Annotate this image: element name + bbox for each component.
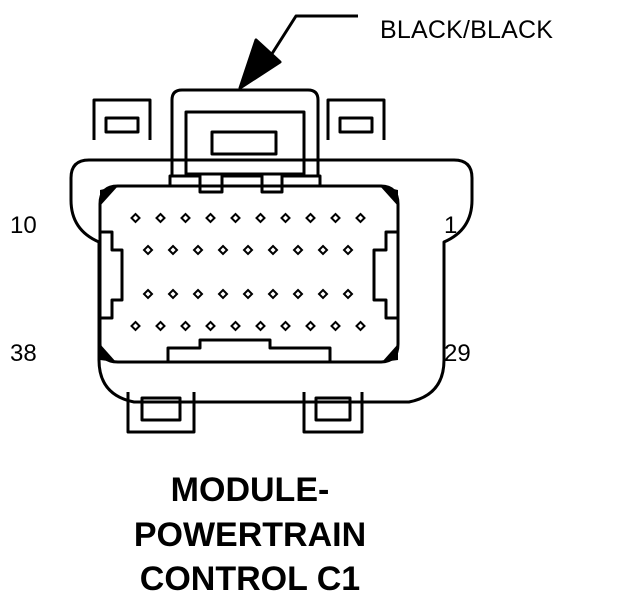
- pin-label-1: 1: [444, 212, 458, 239]
- pin-grid: [130, 212, 366, 332]
- corner-bl: [100, 344, 116, 362]
- pin-cavity: [242, 288, 254, 300]
- title-line-3: CONTROL C1: [139, 560, 361, 598]
- pin-label-29: 29: [444, 340, 471, 367]
- title-line-1: MODULE-: [170, 471, 330, 509]
- pin-cavity: [292, 244, 304, 256]
- pin-cavity: [317, 244, 329, 256]
- key-right: [372, 230, 398, 320]
- pin-cavity: [330, 320, 341, 332]
- pin-cavity: [255, 320, 266, 332]
- pin-cavity: [305, 212, 316, 224]
- pin-cavity: [205, 212, 216, 224]
- corner-tr: [380, 186, 398, 206]
- pin-cavity: [167, 288, 179, 300]
- pin-cavity: [330, 212, 341, 224]
- tab-top-left-window: [104, 116, 140, 134]
- pin-cavity: [242, 244, 254, 256]
- pin-cavity: [342, 288, 354, 300]
- latch-housing: [170, 88, 320, 176]
- pin-cavity: [342, 244, 354, 256]
- pin-cavity: [230, 320, 241, 332]
- pin-cavity: [267, 244, 279, 256]
- pin-cavity: [167, 244, 179, 256]
- pin-cavity: [217, 244, 229, 256]
- pin-cavity: [280, 212, 291, 224]
- pin-label-38: 38: [10, 340, 37, 367]
- pin-label-10: 10: [10, 212, 37, 239]
- tab-top-right-window: [338, 116, 374, 134]
- connector-face: [98, 184, 400, 364]
- tab-bottom-right-window: [314, 396, 352, 422]
- pin-cavity: [317, 288, 329, 300]
- pin-cavity: [142, 244, 154, 256]
- callout-arrowhead: [238, 38, 282, 90]
- pin-cavity: [305, 320, 316, 332]
- tab-bottom-left-window: [140, 396, 182, 422]
- latch-slot: [210, 130, 278, 156]
- wire-color-label: BLACK/BLACK: [380, 16, 554, 44]
- pin-cavity: [192, 244, 204, 256]
- tab-top-right: [326, 98, 386, 140]
- title-line-2: POWERTRAIN: [133, 516, 367, 554]
- corner-tl: [100, 186, 118, 206]
- tab-bottom-right: [302, 392, 364, 434]
- pin-cavity: [355, 212, 366, 224]
- corner-br: [382, 344, 398, 362]
- key-bottom: [166, 338, 332, 362]
- pin-cavity: [142, 288, 154, 300]
- pin-cavity: [255, 212, 266, 224]
- pin-cavity: [155, 212, 166, 224]
- pin-cavity: [180, 212, 191, 224]
- tab-bottom-left: [126, 392, 196, 434]
- pin-cavity: [280, 320, 291, 332]
- pin-cavity: [130, 212, 141, 224]
- callout-leader: [266, 14, 358, 61]
- pin-cavity: [267, 288, 279, 300]
- pin-cavity: [292, 288, 304, 300]
- key-left: [100, 230, 124, 320]
- pin-cavity: [180, 320, 191, 332]
- pin-cavity: [355, 320, 366, 332]
- pin-cavity: [130, 320, 141, 332]
- pin-cavity: [230, 212, 241, 224]
- housing-outer: [69, 158, 474, 404]
- pin-cavity: [192, 288, 204, 300]
- tab-top-left: [92, 98, 152, 140]
- pin-cavity: [155, 320, 166, 332]
- pin-cavity: [205, 320, 216, 332]
- key-top: [168, 174, 322, 194]
- pin-cavity: [217, 288, 229, 300]
- latch-inner: [184, 110, 306, 176]
